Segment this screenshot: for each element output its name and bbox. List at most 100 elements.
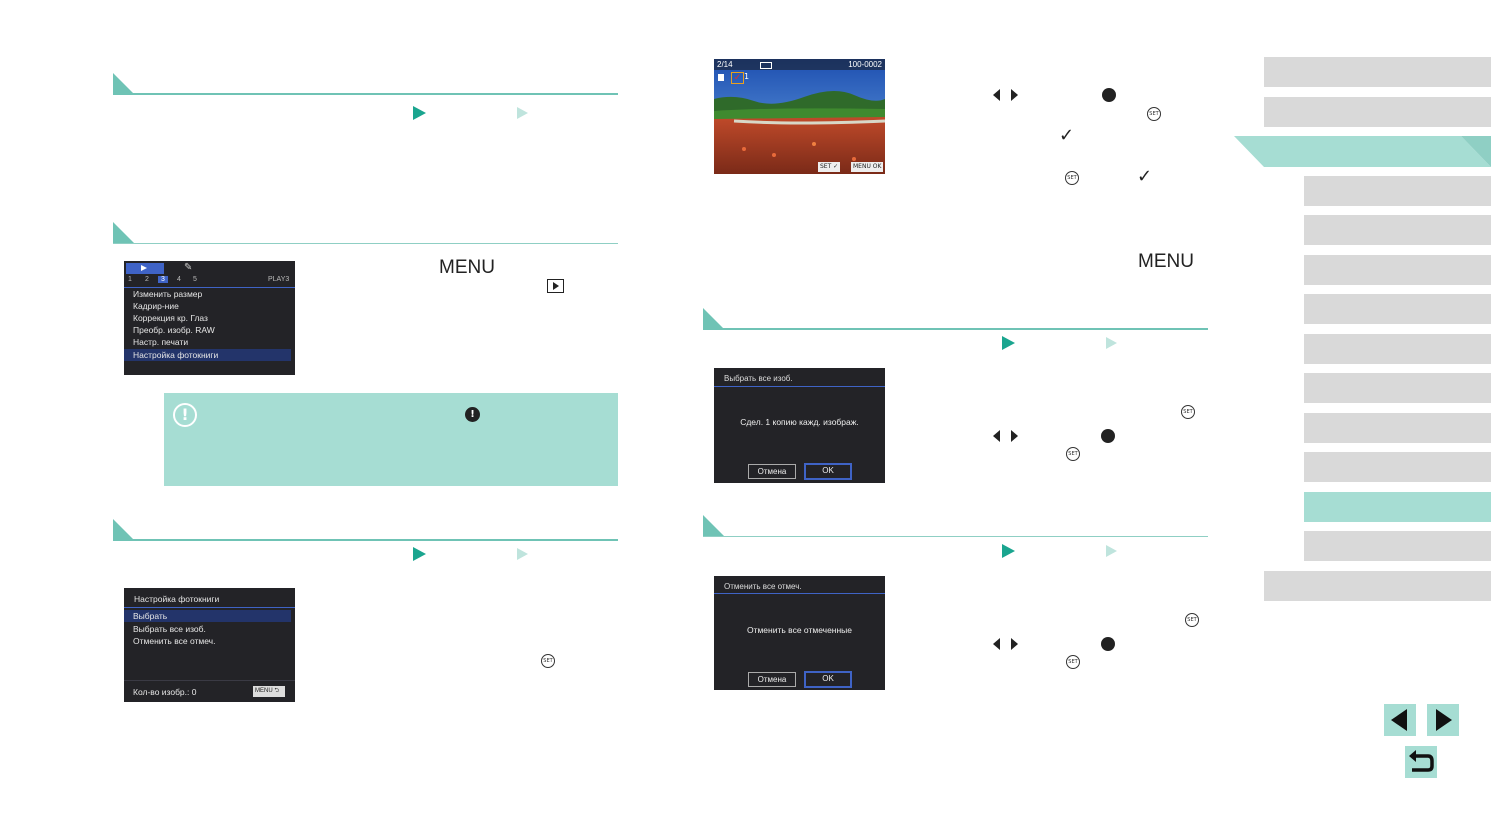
return-icon (1409, 750, 1434, 772)
cancel-button: Отмена (748, 464, 796, 479)
menu-button-icon: MENU (1138, 251, 1194, 272)
tab-number: 1 (128, 276, 132, 283)
menu-tab-numbers: 1 2 3 4 5 PLAY3 (124, 275, 295, 288)
set-button-icon: SET (1147, 107, 1161, 121)
set-button-icon: SET (1066, 655, 1080, 669)
control-dial-icon (1101, 637, 1115, 651)
playback-menu-screen: ✎ 1 2 3 4 5 PLAY3 Изменить размер Кадрир… (124, 261, 295, 375)
tab-number: 2 (145, 276, 149, 283)
nav-tab-chapter[interactable] (1264, 571, 1491, 601)
section-header-3 (113, 519, 618, 541)
wrench-icon: ✎ (184, 262, 193, 273)
menu-item-highlight (124, 610, 291, 622)
check-mark-icon: ✓ (1137, 166, 1153, 187)
caution-icon: ! (173, 403, 197, 427)
landscape-photo (714, 59, 885, 174)
tab-number-selected: 3 (158, 276, 168, 283)
menu-label: MENU (853, 163, 871, 170)
nav-subtab[interactable] (1304, 373, 1491, 403)
nav-tab-chapter[interactable] (1264, 57, 1491, 87)
next-page-button[interactable] (1427, 704, 1459, 736)
mode-play-indicator (413, 106, 426, 120)
file-number: 100-0002 (848, 60, 882, 69)
set-button-icon: SET (541, 654, 555, 668)
mode-play-indicator-dim (517, 107, 528, 119)
menu-back-badge: MENU ⮌ (253, 686, 285, 697)
menu-button-icon: MENU (439, 257, 495, 278)
set-button-icon: SET (1066, 447, 1080, 461)
set-button-icon: SET (1185, 613, 1199, 627)
selected-check-icon: ✓ (731, 72, 744, 84)
menu-item: Выбрать все изоб. (133, 624, 206, 634)
image-count: Кол-во изобр.: 0 (133, 687, 197, 697)
nav-subtab-active[interactable] (1304, 492, 1491, 522)
menu-item-selected: Выбрать (133, 611, 168, 621)
screen-title: Настройка фотокниги (134, 594, 220, 604)
section-header-4 (703, 308, 1208, 330)
tab-code: PLAY3 (268, 276, 290, 283)
dialog-message: Отменить все отмеченные (746, 625, 853, 635)
photobook-setup-screen: Настройка фотокниги Выбрать Выбрать все … (124, 588, 295, 702)
ok-button: OK (804, 463, 852, 480)
image-counter: 2/14 (717, 60, 733, 69)
ok-button: OK (804, 671, 852, 688)
section-header-1 (113, 73, 618, 95)
menu-item: Отменить все отмеч. (133, 636, 216, 646)
dialog-title: Выбрать все изоб. (724, 374, 793, 383)
check-mark-icon: ✓ (1059, 125, 1075, 146)
nav-subtab[interactable] (1304, 294, 1491, 324)
nav-subtab[interactable] (1304, 452, 1491, 482)
caution-inline-icon: ! (465, 407, 480, 422)
nav-subtab[interactable] (1304, 176, 1491, 206)
mode-play-indicator-dim (517, 548, 528, 560)
selected-count: 1 (744, 72, 750, 81)
control-dial-icon (1102, 88, 1116, 102)
control-dial-icon (1101, 429, 1115, 443)
dialog-title: Отменить все отмеч. (724, 582, 802, 591)
tab-number: 4 (177, 276, 181, 283)
nav-tab-chapter[interactable] (1264, 97, 1491, 127)
nav-subtab[interactable] (1304, 413, 1491, 443)
next-page-icon (1436, 709, 1452, 731)
prev-page-icon (1391, 709, 1407, 731)
nav-subtab[interactable] (1304, 531, 1491, 561)
menu-item: Преобр. изобр. RAW (133, 325, 215, 335)
menu-item: Изменить размер (133, 289, 203, 299)
prev-page-button[interactable] (1384, 704, 1416, 736)
nav-tab-active-chapter[interactable] (1234, 136, 1491, 167)
mode-play-indicator (1002, 336, 1015, 350)
menu-item-highlight (124, 349, 291, 361)
dialog-message: Сдел. 1 копию кажд. изображ. (740, 417, 859, 427)
clear-all-dialog-screen: Отменить все отмеч. Отменить все отмечен… (714, 576, 885, 690)
menu-item: Кадрир-ние (133, 301, 179, 311)
menu-item: Коррекция кр. Глаз (133, 313, 208, 323)
protect-icon (718, 74, 724, 81)
set-label: SET (820, 163, 832, 170)
image-selection-screen: 2/14 100-0002 ✓ 1 SET ✓ MENU OK (714, 59, 885, 174)
nav-subtab[interactable] (1304, 215, 1491, 245)
mode-play-indicator (1002, 544, 1015, 558)
cancel-button: Отмена (748, 672, 796, 687)
playback-tab-icon (547, 279, 564, 293)
set-check-badge: SET ✓ (818, 162, 841, 172)
menu-badge-label: MENU (255, 688, 273, 694)
nav-subtab[interactable] (1304, 255, 1491, 285)
menu-ok-badge: MENU OK (851, 162, 884, 172)
return-button[interactable] (1405, 746, 1437, 778)
mode-play-indicator-dim (1106, 337, 1117, 349)
set-button-icon: SET (1065, 171, 1079, 185)
battery-icon (760, 62, 772, 69)
section-header-2 (113, 222, 618, 244)
mode-play-indicator (413, 547, 426, 561)
section-header-5 (703, 515, 1208, 537)
tab-number: 5 (193, 276, 197, 283)
menu-item: Настр. печати (133, 337, 189, 347)
menu-item-selected: Настройка фотокниги (133, 350, 219, 360)
caution-box: ! ! (164, 393, 618, 486)
nav-subtab[interactable] (1304, 334, 1491, 364)
ok-label: OK (872, 163, 882, 170)
set-button-icon: SET (1181, 405, 1195, 419)
select-all-dialog-screen: Выбрать все изоб. Сдел. 1 копию кажд. из… (714, 368, 885, 483)
play-tab-icon (126, 263, 164, 274)
mode-play-indicator-dim (1106, 545, 1117, 557)
